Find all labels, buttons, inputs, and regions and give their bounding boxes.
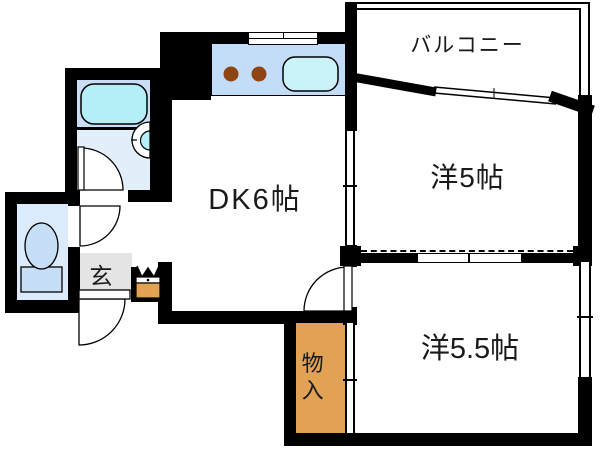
entry-door-swing xyxy=(78,298,126,346)
wall xyxy=(340,246,361,266)
balcony-border xyxy=(345,2,590,4)
bath-separator xyxy=(77,127,150,130)
room-label-dk: DK6帖 xyxy=(208,184,302,216)
bath-door-leaf xyxy=(77,146,85,191)
sliding-partition-track xyxy=(361,250,573,255)
room-door-leaf xyxy=(343,265,353,312)
wall xyxy=(5,192,17,313)
bath-doorway-gap xyxy=(80,190,128,202)
wall xyxy=(68,247,80,313)
wall xyxy=(5,192,80,204)
balcony-window-glass xyxy=(433,92,557,105)
wall xyxy=(578,377,592,446)
sliding-door-tick xyxy=(343,379,357,381)
west5-5-window xyxy=(579,262,591,377)
wall xyxy=(150,68,172,202)
shoe-cabinet-knob xyxy=(146,278,150,282)
balcony-border xyxy=(579,8,581,98)
shoe-cabinet-base xyxy=(135,282,161,299)
storage-sliding-door xyxy=(345,323,355,433)
balcony-border xyxy=(588,2,590,102)
sliding-partition-panel-right xyxy=(522,253,577,263)
wall xyxy=(158,262,172,324)
wall xyxy=(65,68,77,202)
toilet-tank xyxy=(20,266,63,293)
toilet-bowl xyxy=(24,222,59,270)
toilet-door-swing xyxy=(79,205,121,247)
balcony-window-frame xyxy=(351,72,437,97)
stove-burner xyxy=(223,66,239,82)
kitchen-sink xyxy=(282,56,339,92)
wall xyxy=(284,311,296,446)
shoe-cabinet-icon xyxy=(136,265,160,279)
bathtub xyxy=(80,83,148,125)
wall xyxy=(65,68,164,80)
wall xyxy=(573,246,592,266)
wall xyxy=(284,433,592,446)
sliding-door-tick xyxy=(343,185,357,187)
balcony-border xyxy=(357,8,581,10)
wall xyxy=(345,2,357,131)
room-label-storage: 物入 xyxy=(301,351,324,403)
room-label-western5: 洋5帖 xyxy=(430,162,505,193)
stove-burner xyxy=(251,66,267,82)
wall xyxy=(284,311,357,323)
room-door-swing xyxy=(303,266,349,312)
wall xyxy=(68,192,80,206)
balcony-window-frame xyxy=(548,90,595,117)
wall xyxy=(158,311,296,324)
room-label-balcony: バルコニー xyxy=(410,34,525,57)
kitchen-window-tick xyxy=(283,32,284,39)
sliding-door-dk-west5 xyxy=(345,131,355,245)
balcony-window-glass xyxy=(433,86,557,99)
storage-floor xyxy=(296,323,345,433)
wall xyxy=(578,95,592,247)
sliding-partition-panel-left xyxy=(361,253,417,263)
sliding-partition-tick xyxy=(468,253,470,263)
bath-door-swing xyxy=(80,147,124,191)
entrance-floor xyxy=(77,253,132,293)
window-tick xyxy=(577,316,593,318)
room-label-entrance: 玄 xyxy=(89,263,113,289)
entry-door-leaf xyxy=(78,289,131,300)
wall xyxy=(5,300,80,313)
washbasin-bowl xyxy=(139,130,151,151)
room-label-western5-5: 洋5.5帖 xyxy=(420,333,520,365)
